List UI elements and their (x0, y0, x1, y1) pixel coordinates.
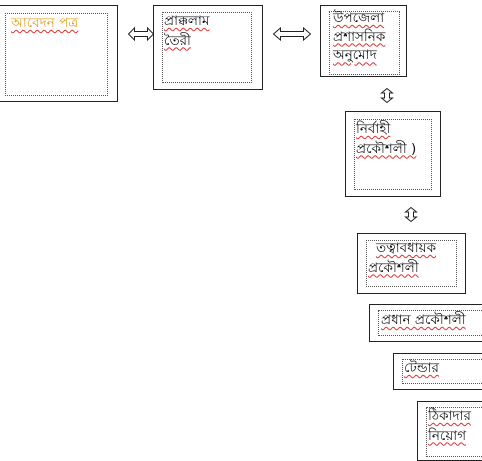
tender-box: টেন্ডার (393, 353, 482, 390)
superintending-label: তত্বাবধায়ক প্রকৌশলী (368, 239, 436, 278)
executive-line-2: প্রকৌশলী ) (356, 140, 417, 157)
double-arrow-horizontal-1 (127, 26, 155, 42)
superintending-box: তত্বাবধায়ক প্রকৌশলী (357, 233, 466, 294)
executive-line-1: নির্বাহী (356, 121, 391, 137)
contractor-label: ঠিকাদার নিয়োগ (428, 407, 471, 446)
application-inner (5, 13, 108, 96)
tender-inner (402, 359, 482, 384)
executive-label: নির্বাহী প্রকৌশলী ) (356, 120, 416, 159)
estimate-line-1: প্রাক্কলাম (164, 13, 210, 29)
chief-label: প্রধান প্রকৌশলী (381, 311, 466, 331)
chief-line-1: প্রধান প্রকৌশলী (381, 312, 466, 328)
upazila-box: উপজেলা প্রশাসনিক অনুমোদ (320, 5, 407, 77)
estimate-label: প্রাক্কলাম তৈরী (164, 12, 209, 51)
upazila-line-3: অনুমোদ (333, 47, 377, 64)
contractor-box: ঠিকাদার নিয়োগ (417, 401, 482, 461)
estimate-line-2: তৈরী (164, 32, 191, 49)
executive-box: নির্বাহী প্রকৌশলী ) (345, 111, 441, 197)
chief-box: প্রধান প্রকৌশলী (369, 304, 482, 342)
contractor-line-2: নিয়োগ (428, 427, 467, 444)
superintending-inner (366, 240, 457, 287)
contractor-line-1: ঠিকাদার (428, 408, 471, 424)
superintending-line-2: প্রকৌশলী (368, 259, 419, 276)
superintending-line-1: তত্বাবধায়ক (376, 240, 437, 256)
double-arrow-horizontal-2 (272, 26, 312, 42)
double-arrow-vertical-1 (380, 87, 394, 104)
chief-inner (378, 310, 482, 336)
application-line-1: আবেদন পত্র (11, 15, 79, 31)
double-arrow-vertical-2 (404, 206, 418, 223)
estimate-box: প্রাক্কলাম তৈরী (153, 5, 263, 90)
upazila-inner (329, 11, 400, 75)
application-box: আবেদন পত্র (0, 5, 118, 102)
upazila-line-1: উপজেলা (333, 10, 385, 26)
estimate-inner (162, 12, 252, 83)
upazila-label: উপজেলা প্রশাসনিক অনুমোদ (333, 9, 385, 65)
tender-line-1: টেন্ডার (404, 360, 439, 376)
tender-label: টেন্ডার (404, 359, 439, 379)
upazila-line-2: প্রশাসনিক (333, 28, 386, 45)
executive-inner (354, 119, 432, 190)
application-label: আবেদন পত্র (11, 14, 78, 34)
